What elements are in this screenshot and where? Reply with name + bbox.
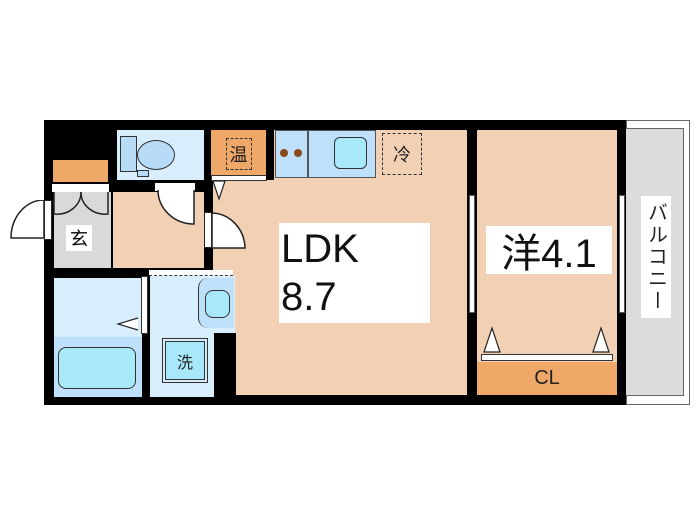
washer-space: 洗 bbox=[162, 338, 208, 383]
bathroom-door-triangle-icon bbox=[116, 317, 139, 331]
closet-label: CL bbox=[534, 367, 560, 389]
kitchen-stove bbox=[275, 130, 308, 178]
western-room-label-box: 洋4.1 bbox=[486, 226, 612, 276]
closet-door[interactable] bbox=[481, 354, 613, 361]
ldk-room-size: 8.7 bbox=[281, 275, 337, 319]
fridge-label: 冷 bbox=[393, 145, 411, 165]
water-heater: 温 bbox=[211, 130, 266, 178]
front-door-swing-icon[interactable] bbox=[10, 200, 46, 240]
kitchen-divider-wall bbox=[266, 130, 274, 180]
bathroom-door[interactable] bbox=[141, 276, 148, 334]
stove-burner-icon bbox=[280, 149, 288, 157]
washer-label: 洗 bbox=[176, 354, 193, 372]
toilet-door-swing-icon[interactable] bbox=[156, 190, 196, 226]
shoe-storage-door bbox=[52, 184, 109, 192]
closet: CL bbox=[477, 362, 617, 395]
toilet-bowl-icon bbox=[137, 140, 175, 170]
entrance-label-box: 玄 bbox=[66, 225, 92, 251]
ldk-label-box: LDK 8.7 bbox=[279, 223, 430, 323]
washroom-side-wall bbox=[214, 333, 236, 397]
toilet-seat-base bbox=[137, 170, 149, 177]
kitchen-sink-icon bbox=[334, 137, 367, 169]
closet-door-triangle-icon bbox=[592, 326, 610, 353]
closet-door-triangle-icon bbox=[483, 326, 501, 353]
washroom-sliding-door[interactable] bbox=[149, 270, 233, 276]
western-room-label: 洋4.1 bbox=[501, 232, 597, 276]
toilet-tank-icon bbox=[120, 136, 137, 172]
bathtub-icon bbox=[58, 347, 136, 389]
water-heater-label: 温 bbox=[225, 138, 252, 170]
toilet-door-frame bbox=[155, 183, 195, 191]
fridge-space: 冷 bbox=[382, 133, 422, 175]
storage-door-swing-icon bbox=[53, 192, 109, 215]
wash-basin-icon bbox=[205, 290, 230, 318]
balcony-window[interactable] bbox=[619, 195, 625, 313]
washer-icon: 洗 bbox=[165, 341, 205, 380]
ldk-door-swing-icon[interactable] bbox=[211, 211, 247, 249]
balcony-label-box: バルコニー bbox=[641, 196, 671, 318]
shoe-storage bbox=[53, 160, 108, 182]
western-room-sliding-door[interactable] bbox=[469, 195, 475, 313]
stove-burner-icon bbox=[294, 149, 302, 157]
entrance-label: 玄 bbox=[70, 229, 88, 249]
ldk-door-triangle-icon bbox=[212, 181, 226, 201]
balcony-label: バルコニー bbox=[644, 202, 667, 312]
ldk-room-name: LDK bbox=[281, 227, 359, 271]
